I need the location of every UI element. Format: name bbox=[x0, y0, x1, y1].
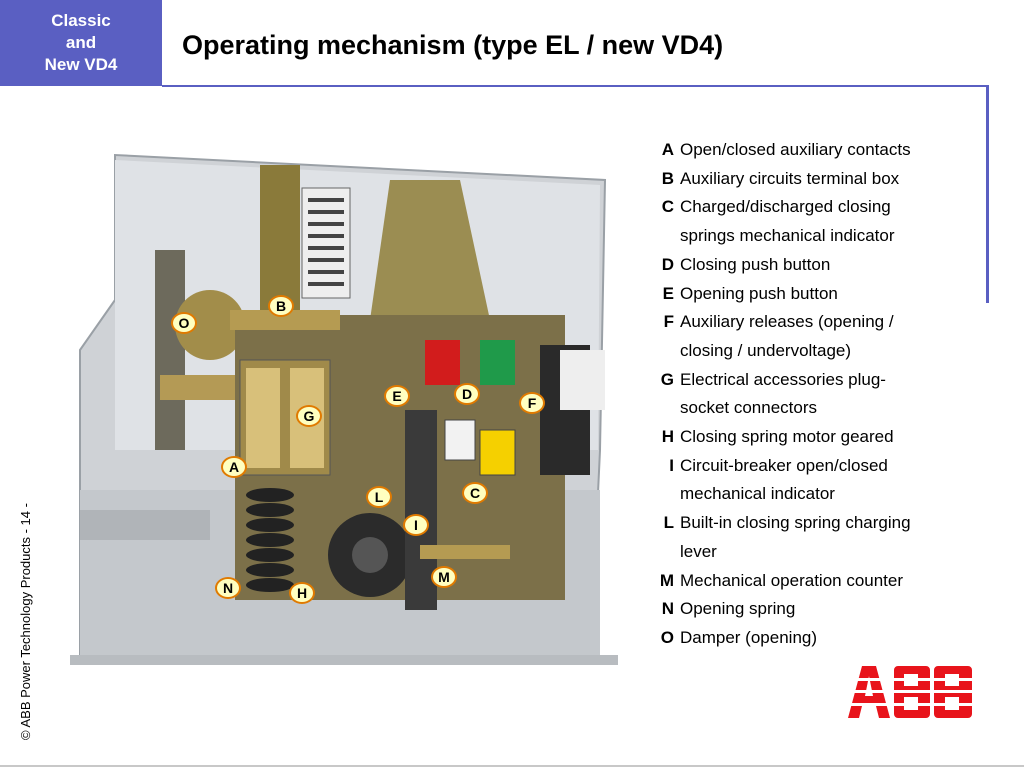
section-tag-line1: Classic bbox=[51, 11, 111, 30]
legend-item: H Closing spring motor geared bbox=[640, 423, 970, 452]
legend-item: G Electrical accessories plug-socket conn… bbox=[640, 366, 970, 423]
footer-divider bbox=[0, 765, 1024, 767]
legend-item: A Open/closed auxiliary contacts bbox=[640, 136, 970, 165]
legend-text: Auxiliary circuits terminal box bbox=[680, 165, 970, 194]
legend-text: Damper (opening) bbox=[680, 624, 970, 653]
mechanism-photo bbox=[70, 153, 618, 665]
legend-item: B Auxiliary circuits terminal box bbox=[640, 165, 970, 194]
page-title: Operating mechanism (type EL / new VD4) bbox=[182, 30, 724, 60]
legend-item: F Auxiliary releases (opening / closing / … bbox=[640, 308, 970, 365]
callout-f: F bbox=[519, 392, 545, 414]
legend-letter: O bbox=[660, 627, 674, 647]
legend-line: Auxiliary releases (opening / bbox=[680, 312, 894, 332]
legend-item: O Damper (opening) bbox=[640, 624, 970, 653]
callout-l: L bbox=[366, 486, 392, 508]
callout-g: G bbox=[296, 405, 322, 427]
callout-o: O bbox=[171, 312, 197, 334]
legend-letter: A bbox=[661, 140, 674, 159]
callout-n: N bbox=[215, 577, 241, 599]
legend-line: Opening spring bbox=[680, 599, 796, 619]
callout-b: B bbox=[268, 295, 294, 317]
section-tag-line2: and bbox=[65, 33, 97, 52]
legend-item: N Opening spring bbox=[640, 595, 970, 624]
legend-letter: G bbox=[660, 369, 674, 389]
legend-letter: C bbox=[661, 197, 674, 217]
legend-text: Opening spring bbox=[680, 595, 970, 624]
callout-i: I bbox=[403, 514, 429, 536]
legend-item: D Closing push button bbox=[640, 251, 970, 280]
legend-text: Electrical accessories plug-socket conne… bbox=[680, 366, 970, 423]
legend-letter: D bbox=[661, 254, 674, 274]
legend-line: lever bbox=[680, 541, 717, 561]
legend-line: Opening push button bbox=[680, 283, 838, 303]
callout-e: E bbox=[384, 385, 410, 407]
side-divider bbox=[986, 85, 989, 303]
legend-text: Circuit-breaker open/closed mechanical in… bbox=[680, 452, 970, 509]
callout-d: D bbox=[454, 383, 480, 405]
legend-text: Open/closed auxiliary contacts bbox=[680, 136, 970, 165]
legend-item: L Built-in closing spring charging lever bbox=[640, 509, 970, 566]
legend-text: Charged/discharged closing springs mechan… bbox=[680, 193, 970, 250]
legend-text: Closing push button bbox=[680, 251, 970, 280]
legend-item: M Mechanical operation counter bbox=[640, 567, 970, 596]
legend-line: springs mechanical indicator bbox=[680, 226, 895, 246]
legend-item: E Opening push button bbox=[640, 280, 970, 309]
legend-text: Mechanical operation counter bbox=[680, 567, 970, 596]
callout-a: A bbox=[221, 456, 247, 478]
section-tag: Classic and New VD4 bbox=[0, 0, 162, 86]
section-tag-line3: New VD4 bbox=[44, 55, 118, 74]
legend-text: Opening push button bbox=[680, 280, 970, 309]
title-divider bbox=[162, 85, 988, 87]
legend-line: Closing push button bbox=[680, 254, 831, 274]
legend-line: mechanical indicator bbox=[680, 484, 835, 504]
legend-line: Closing spring motor geared bbox=[680, 427, 894, 447]
legend-text: Auxiliary releases (opening / closing / u… bbox=[680, 308, 970, 365]
legend-letter: F bbox=[663, 312, 674, 332]
legend-letter: N bbox=[661, 599, 674, 619]
legend-item: I Circuit-breaker open/closed mechanical i… bbox=[640, 452, 970, 509]
legend-letter: E bbox=[662, 283, 674, 303]
legend-letter: M bbox=[659, 570, 674, 590]
abb-logo bbox=[848, 666, 972, 718]
callout-m: M bbox=[431, 566, 457, 588]
copyright-text: © ABB Power Technology Products - 14 - bbox=[18, 503, 33, 740]
legend-item: C Charged/discharged closing springs mecha… bbox=[640, 193, 970, 250]
legend-letter: L bbox=[663, 513, 674, 533]
legend-text: Built-in closing spring charging lever bbox=[680, 509, 970, 566]
legend-line: Mechanical operation counter bbox=[680, 570, 904, 590]
legend-line: Open/closed auxiliary contacts bbox=[680, 140, 911, 159]
legend-letter: H bbox=[661, 427, 674, 447]
callout-h: H bbox=[289, 582, 315, 604]
legend-line: Electrical accessories plug- bbox=[680, 369, 886, 389]
legend-line: Circuit-breaker open/closed bbox=[680, 455, 888, 475]
legend-line: Built-in closing spring charging bbox=[680, 513, 911, 533]
legend: A Open/closed auxiliary contacts B Auxilia… bbox=[640, 136, 970, 653]
legend-line: closing / undervoltage) bbox=[680, 340, 852, 360]
legend-line: Charged/discharged closing bbox=[680, 197, 891, 217]
legend-letter: B bbox=[661, 168, 674, 188]
legend-line: Auxiliary circuits terminal box bbox=[680, 168, 900, 188]
legend-text: Closing spring motor geared bbox=[680, 423, 970, 452]
legend-letter: I bbox=[669, 455, 674, 475]
callout-c: C bbox=[462, 482, 488, 504]
legend-line: Damper (opening) bbox=[680, 627, 818, 647]
legend-line: socket connectors bbox=[680, 398, 818, 418]
